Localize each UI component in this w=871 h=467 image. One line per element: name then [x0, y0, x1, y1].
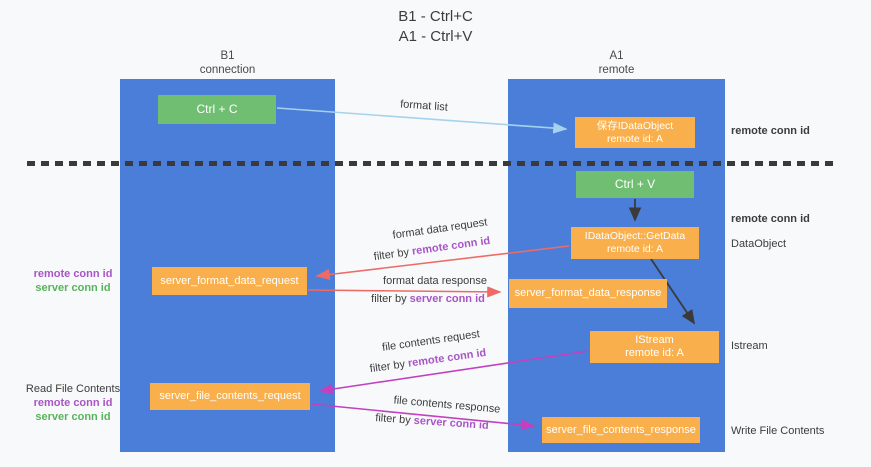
- format-response-label: server_format_data_response: [514, 287, 662, 299]
- remote-conn-id-label: remote conn id: [33, 268, 113, 280]
- format-request-label: server_format_data_request: [160, 274, 299, 287]
- filter-accent-server-conn-id: server conn id: [413, 414, 490, 432]
- filter-accent-remote-conn-id: remote conn id: [407, 346, 487, 370]
- lane-header-a1: A1 remote: [508, 49, 725, 77]
- title-line-2: A1 - Ctrl+V: [398, 28, 473, 45]
- server-file-contents-request-box: server_file_contents_request: [150, 383, 310, 410]
- file-request-label: server_file_contents_request: [159, 390, 301, 402]
- left-conn-id-labels-file: Read File Contents remote conn id server…: [8, 382, 138, 424]
- filter-prefix: filter by: [369, 357, 409, 376]
- lane-b1-role: connection: [199, 64, 256, 76]
- getdata-line2: remote id: A: [606, 243, 664, 255]
- server-format-data-response-box: server_format_data_response: [509, 279, 667, 308]
- save-idataobject-line1: 保存IDataObject: [596, 119, 674, 132]
- server-format-data-request-box: server_format_data_request: [152, 267, 307, 295]
- session-divider-dashed-line: [27, 161, 835, 166]
- server-conn-id-label: server conn id: [35, 411, 111, 423]
- title-line-1: B1 - Ctrl+C: [398, 8, 473, 25]
- lane-a1-role: remote: [598, 64, 635, 76]
- ctrl-v-box: Ctrl + V: [576, 171, 694, 198]
- getdata-line1: IDataObject::GetData: [584, 230, 686, 242]
- server-file-contents-response-box: server_file_contents_response: [542, 417, 700, 443]
- write-file-contents-label: Write File Contents: [731, 425, 825, 437]
- ctrl-c-box: Ctrl + C: [158, 95, 276, 124]
- remote-conn-id-label-mid: remote conn id: [731, 213, 810, 225]
- format-list-note: format list: [399, 98, 449, 114]
- istream-side-label: Istream: [731, 340, 768, 352]
- lane-b1-name: B1: [220, 50, 235, 62]
- ctrl-c-label: Ctrl + C: [196, 102, 238, 116]
- format-data-response-arrow: [307, 286, 502, 298]
- ctrl-v-label: Ctrl + V: [614, 177, 656, 191]
- dataobject-label: DataObject: [731, 238, 787, 250]
- save-idataobject-line2: remote id: A: [606, 132, 664, 145]
- filter-prefix: filter by: [373, 245, 413, 264]
- filter-accent-server-conn-id: server conn id: [409, 293, 485, 305]
- diagram-title: B1 - Ctrl+C A1 - Ctrl+V: [0, 7, 871, 47]
- lane-header-b1: B1 connection: [120, 49, 335, 77]
- filter-accent-remote-conn-id: remote conn id: [411, 234, 491, 258]
- server-conn-id-label: server conn id: [35, 282, 111, 294]
- remote-conn-id-label-top: remote conn id: [731, 125, 810, 137]
- remote-conn-id-label: remote conn id: [33, 397, 113, 409]
- read-file-contents-label: Read File Contents: [25, 383, 121, 395]
- istream-box: IStream remote id: A: [590, 331, 719, 363]
- filter-prefix: filter by: [371, 293, 410, 305]
- filter-prefix: filter by: [374, 412, 415, 427]
- istream-line2: remote id: A: [625, 347, 684, 359]
- idataobject-getdata-box: IDataObject::GetData remote id: A: [571, 227, 699, 259]
- format-data-response-filter-note: filter by server conn id: [348, 293, 508, 305]
- lane-a1-name: A1: [609, 50, 624, 62]
- file-response-label: server_file_contents_response: [546, 423, 696, 436]
- save-idataobject-box: 保存IDataObject remote id: A: [575, 117, 695, 148]
- format-data-response-note: format data response: [383, 275, 487, 287]
- left-conn-id-labels-format: remote conn id server conn id: [8, 267, 138, 295]
- istream-line1: IStream: [635, 334, 674, 346]
